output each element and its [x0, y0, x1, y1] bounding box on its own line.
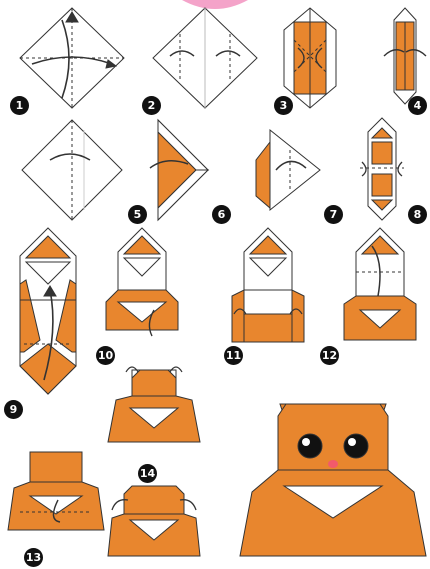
step-badge-13: 13	[24, 548, 43, 567]
step-badge-1: 1	[10, 96, 29, 115]
step-badge-7: 7	[324, 205, 343, 224]
step-10-diagram	[106, 228, 178, 336]
step-12-diagram	[344, 228, 416, 340]
bear-nose	[328, 460, 338, 468]
step-badge-12: 12	[320, 346, 339, 365]
step-7-diagram	[256, 130, 320, 210]
step-badge-5: 5	[128, 205, 147, 224]
step-badge-14: 14	[138, 464, 157, 483]
step-badge-9: 9	[4, 400, 23, 419]
step-11-diagram	[232, 228, 304, 342]
step-badge-3: 3	[274, 96, 293, 115]
step-13-lower-diagram	[8, 452, 104, 530]
step-badge-10: 10	[96, 346, 115, 365]
ribbon-decoration	[182, 0, 248, 9]
step-4-diagram	[384, 8, 426, 104]
step-14-diagram	[108, 486, 200, 556]
finished-bear	[240, 404, 426, 556]
bear-right-eye	[344, 434, 368, 458]
step-badge-8: 8	[408, 205, 427, 224]
step-2-diagram	[153, 8, 257, 108]
step-13-upper-diagram	[108, 367, 200, 442]
step-badge-11: 11	[224, 346, 243, 365]
step-badge-6: 6	[212, 205, 231, 224]
step-badge-2: 2	[142, 96, 161, 115]
step-8-diagram	[360, 118, 404, 220]
step-6-diagram	[150, 120, 208, 220]
bear-left-eye	[298, 434, 322, 458]
step-badge-4: 4	[408, 96, 427, 115]
step-3-diagram	[284, 8, 336, 108]
step-5-diagram	[22, 120, 122, 220]
step-1-diagram	[20, 8, 124, 108]
step-9-diagram	[20, 228, 76, 394]
